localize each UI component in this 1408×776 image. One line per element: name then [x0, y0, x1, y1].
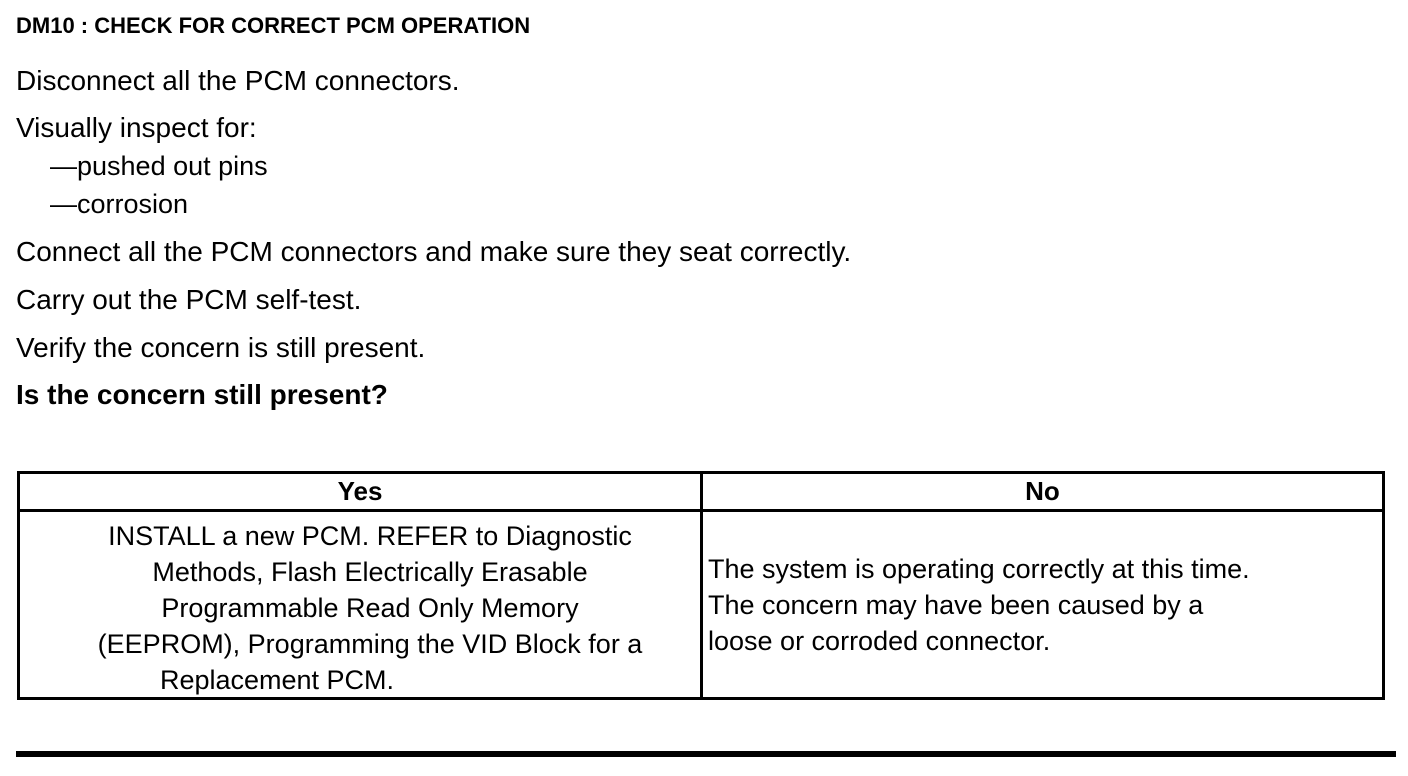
procedure-step-2: Visually inspect for: [16, 112, 257, 143]
procedure-question: Is the concern still present? [16, 379, 388, 410]
procedure-step-3: Connect all the PCM connectors and make … [16, 236, 852, 267]
yes-line-2: Methods, Flash Electrically Erasable [152, 557, 588, 587]
table-header-yes: Yes [337, 476, 383, 506]
procedure-step-5: Verify the concern is still present. [16, 332, 426, 363]
procedure-bullet-corrosion: —corrosion [50, 189, 189, 219]
no-line-2: The concern may have been caused by a [708, 589, 1204, 620]
yes-line-1: INSTALL a new PCM. REFER to Diagnostic [108, 521, 632, 551]
yes-line-5: Replacement PCM. [159, 665, 395, 695]
procedure-step-1: Disconnect all the PCM connectors. [16, 65, 460, 96]
yes-line-3: Programmable Read Only Memory [161, 593, 579, 623]
table-header-no: No [1025, 476, 1060, 506]
no-line-3: loose or corroded connector. [708, 625, 1051, 656]
procedure-step-4: Carry out the PCM self-test. [16, 284, 362, 315]
procedure-bullet-pushed-out-pins: —pushed out pins [50, 151, 268, 181]
table-cell-yes-action: INSTALL a new PCM. REFER to Diagnostic M… [25, 512, 715, 697]
page-title: DM10 : CHECK FOR CORRECT PCM OPERATION [16, 13, 531, 38]
table-cell-no-action: The system is operating correctly at thi… [708, 512, 1388, 697]
no-line-1: The system is operating correctly at thi… [708, 553, 1250, 584]
yes-line-4: (EEPROM), Programming the VID Block for … [97, 629, 643, 659]
table-row: INSTALL a new PCM. REFER to Diagnostic M… [20, 512, 1382, 697]
section-divider-rule [16, 751, 1396, 757]
table-column-divider [700, 474, 703, 697]
answer-table: Yes No INSTALL a new PCM. REFER to Diagn… [17, 471, 1385, 700]
